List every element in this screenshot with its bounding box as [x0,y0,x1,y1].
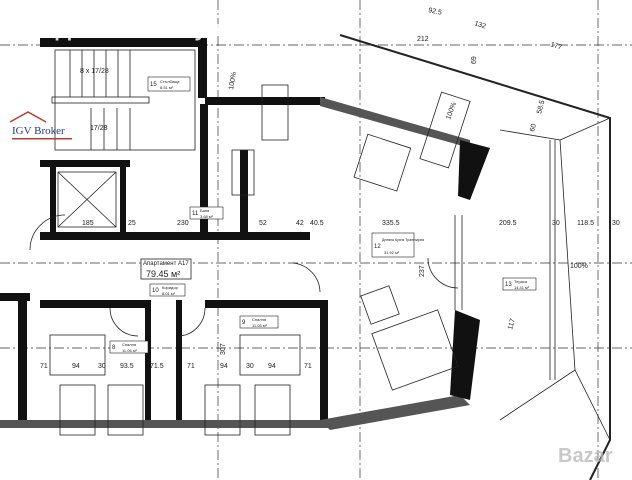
svg-text:14.41 м²: 14.41 м² [514,285,530,290]
room-tag: 10 Коридор 8.01 м² [149,283,186,297]
svg-text:8.51 м²: 8.51 м² [160,85,174,90]
walls [0,38,490,430]
dimension: 335.5 [382,220,400,227]
svg-text:10: 10 [152,288,159,294]
room-tag: 12 Дневна Кухня Трапезария 31.92 м² [371,232,424,258]
svg-text:11.06 м²: 11.06 м² [122,348,138,353]
room-tag: 13 Тераса 14.41 м² [502,277,537,291]
svg-text:12: 12 [374,244,381,250]
svg-text:11: 11 [192,211,199,217]
apartment-name: Апартамент А17 [143,261,189,267]
room-tag: 11 Баня 3.68 м² [189,206,224,220]
igv-broker-logo: IGV Broker [9,111,72,140]
svg-text:31.92 м²: 31.92 м² [384,250,400,255]
dimension: 60 [529,123,538,132]
stairs [51,49,196,151]
terrace-outline [339,34,611,480]
room-tag: 8 Спалня 11.06 м² [109,340,149,354]
dimension: 132 [473,20,486,30]
stair-label: 17/28 [90,125,108,132]
dimension: 52 [259,220,267,227]
svg-text:13: 13 [505,282,512,288]
site-watermark: Bazar [558,445,613,467]
svg-text:Спалня: Спалня [252,317,266,322]
svg-text:Дневна Кухня Трапезария: Дневна Кухня Трапезария [382,238,424,242]
furniture [29,84,471,436]
logo-text: IGV Broker [12,125,65,137]
dimension: 71 [40,363,48,370]
dimension: 30 [552,220,560,227]
dimension: 209.5 [499,220,517,227]
agency-watermark: Ай Джи Ви Консулт ... [20,16,256,41]
svg-text:Спалня: Спалня [122,342,136,347]
svg-text:8.01 м²: 8.01 м² [162,291,176,296]
svg-text:Баня: Баня [200,208,209,213]
room-tag: 9 Спалня 11.06 м² [239,315,279,329]
dimension: 307 [220,343,227,355]
svg-text:3.68 м²: 3.68 м² [200,214,214,219]
slope-label: 100% [570,263,588,270]
dimension: 185 [82,220,94,227]
apartment-area: 79.45 м² [146,269,180,279]
dimension: 237 [419,265,426,277]
dimension: 58.5 [536,99,546,114]
stair-label: 8 x 17/28 [80,68,109,75]
slope-label: 100% [228,71,238,90]
dimension: 177 [549,41,562,51]
svg-text:Коридор: Коридор [162,285,179,290]
dimension: 94 [220,363,228,370]
dimension: 42 [296,220,304,227]
dimension: 117 [507,318,517,331]
dimension: 30 [612,220,620,227]
dimension: 118.5 [577,220,594,227]
dimension: 25 [128,220,136,227]
svg-text:Тераса: Тераса [514,279,528,284]
apartment-label: Апартамент А17 79.45 м² [140,258,192,280]
elevator [57,171,117,228]
dimension: 94 [268,363,276,370]
dimension: 71 [187,363,195,370]
dimension: 40.5 [310,220,324,227]
dimension-labels: 92.5 132 177 212 69 58.5 60 335.5 42 40.… [40,7,620,370]
dimension: 212 [417,36,429,43]
dimension: 30 [98,363,106,370]
svg-text:8: 8 [112,345,116,351]
dimension: 92.5 [428,7,443,17]
dimension: 93.5 [120,363,134,370]
dimension: 230 [177,220,189,227]
dimension: 30 [246,363,254,370]
svg-text:11.06 м²: 11.06 м² [252,323,268,328]
room-tag: 15 Стълбище 8.51 м² [147,76,191,92]
dimension: 71 [304,363,312,370]
svg-text:Стълбище: Стълбище [160,79,180,84]
dimension: 69 [471,56,478,64]
dimension: 71.5 [150,363,164,370]
svg-text:15: 15 [150,82,157,88]
dimension: 94 [72,363,80,370]
svg-text:9: 9 [242,320,246,326]
